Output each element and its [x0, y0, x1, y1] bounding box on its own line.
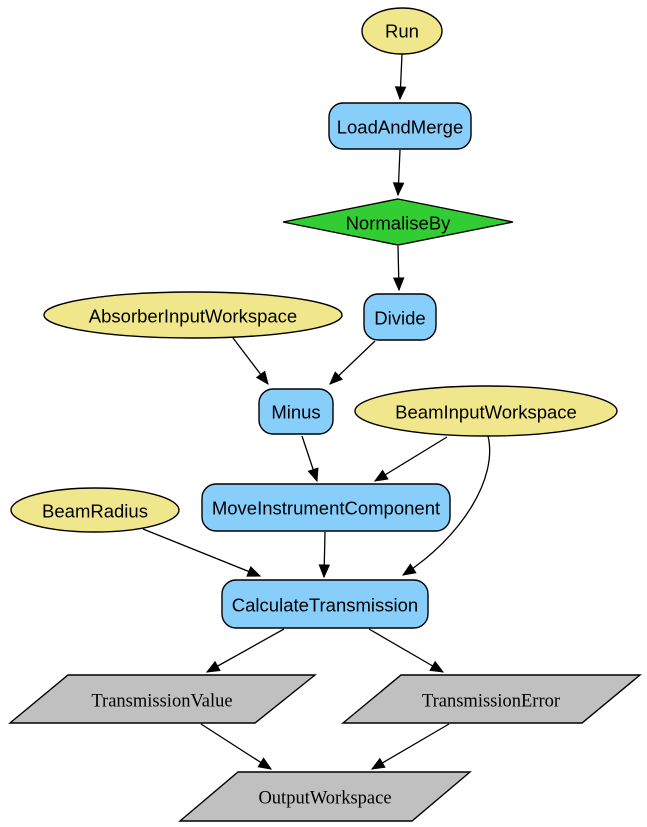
beaminputworkspace-label: BeamInputWorkspace — [395, 401, 577, 422]
absorberinputworkspace-label: AbsorberInputWorkspace — [89, 305, 297, 326]
node-divide: Divide — [363, 293, 437, 341]
node-normaliseby: NormaliseBy — [282, 198, 514, 246]
transmissionerror-label: TransmissionError — [422, 691, 560, 711]
edge-beamradius-calculatetransmission — [142, 528, 260, 576]
beaminputworkspace-ellipse — [354, 385, 618, 437]
edge-transmissionvalue-outputworkspace — [200, 723, 271, 769]
transmissionerror-parallelogram — [341, 674, 642, 724]
beamradius-ellipse — [10, 487, 180, 533]
calculatetransmission-label: CalculateTransmission — [232, 594, 418, 615]
edge-normaliseby-divide — [398, 245, 399, 290]
edge-minus-moveinstrumentcomponent — [301, 435, 317, 481]
transmissionvalue-parallelogram — [8, 674, 317, 724]
edge-moveinstrumentcomponent-calculatetransmission — [324, 531, 325, 577]
absorberinputworkspace-ellipse — [43, 291, 343, 339]
minus-box — [258, 388, 334, 435]
outputworkspace-parallelogram — [178, 771, 472, 822]
loadandmerge-label: LoadAndMerge — [337, 116, 464, 137]
run-label: Run — [385, 20, 419, 41]
edges-layer — [142, 53, 491, 769]
node-moveinstrumentcomponent: MoveInstrumentComponent — [201, 483, 451, 532]
run-ellipse — [361, 7, 443, 55]
moveinstrumentcomponent-label: MoveInstrumentComponent — [212, 497, 440, 518]
node-minus: Minus — [258, 388, 334, 435]
edge-beaminputworkspace-calculatetransmission — [403, 435, 491, 575]
edge-calculatetransmission-transmissionerror — [368, 628, 443, 672]
minus-label: Minus — [271, 401, 320, 422]
outputworkspace-label: OutputWorkspace — [258, 788, 391, 808]
divide-label: Divide — [374, 307, 425, 328]
edge-calculatetransmission-transmissionvalue — [207, 628, 285, 672]
beamradius-label: BeamRadius — [42, 500, 148, 521]
node-transmissionvalue: TransmissionValue — [8, 674, 317, 724]
moveinstrumentcomponent-box — [201, 483, 451, 532]
loadandmerge-box — [328, 102, 472, 150]
edge-divide-minus — [330, 340, 376, 384]
node-loadandmerge: LoadAndMerge — [328, 102, 472, 150]
node-beamradius: BeamRadius — [10, 487, 180, 533]
edge-transmissionerror-outputworkspace — [372, 723, 450, 769]
node-run: Run — [361, 7, 443, 55]
edge-run-loadandmerge — [400, 53, 402, 99]
divide-box — [363, 293, 437, 341]
node-beaminputworkspace: BeamInputWorkspace — [354, 385, 618, 437]
normaliseby-diamond — [282, 198, 514, 246]
edge-beaminputworkspace-moveinstrumentcomponent — [375, 436, 448, 481]
normaliseby-label: NormaliseBy — [346, 212, 452, 233]
node-outputworkspace: OutputWorkspace — [178, 771, 472, 822]
node-transmissionerror: TransmissionError — [341, 674, 642, 724]
edge-loadandmerge-normaliseby — [398, 149, 400, 195]
calculatetransmission-box — [221, 579, 429, 629]
edge-absorberinputworkspace-minus — [229, 333, 268, 384]
node-calculatetransmission: CalculateTransmission — [221, 579, 429, 629]
transmissionvalue-label: TransmissionValue — [91, 691, 232, 711]
node-absorberinputworkspace: AbsorberInputWorkspace — [43, 291, 343, 339]
